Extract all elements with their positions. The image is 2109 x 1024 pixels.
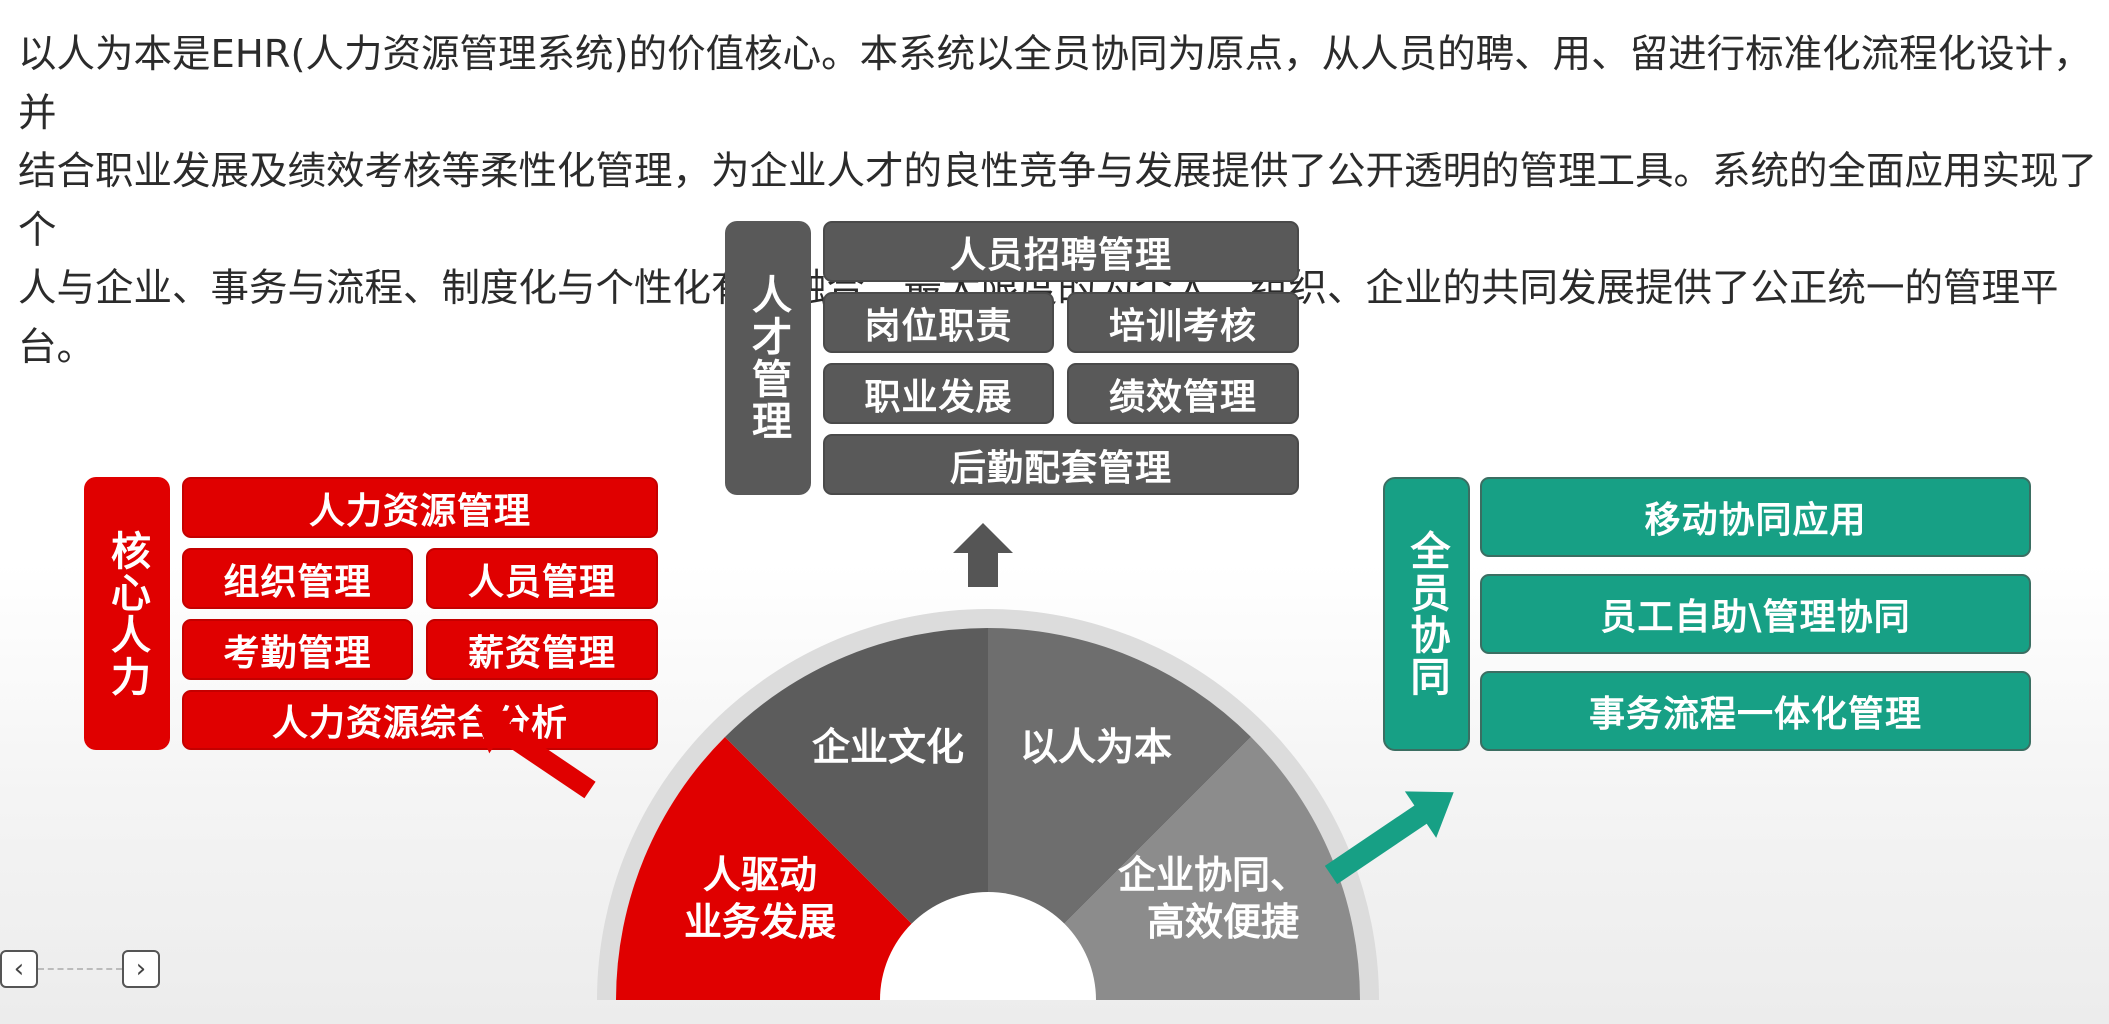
- wheel-label-people-oriented: 以人为本: [1020, 725, 1172, 769]
- talent-management-title: 人才管理: [725, 221, 811, 495]
- training-box: 培训考核: [1067, 292, 1299, 353]
- salary-box: 薪资管理: [426, 619, 658, 680]
- wheel-segment-collaboration: [988, 737, 1360, 1000]
- org-management-box: 组织管理: [182, 548, 413, 609]
- arrow-right-up-icon: [1324, 791, 1454, 885]
- prev-slide-button[interactable]: ‹: [0, 950, 38, 988]
- collaboration-title: 全员协同: [1383, 477, 1470, 751]
- chevron-left-icon: ‹: [13, 954, 25, 984]
- wheel-label-collaboration-2: 高效便捷: [1147, 900, 1299, 944]
- arrow-up-icon: [953, 523, 1013, 587]
- core-hr-title: 核心人力: [84, 477, 170, 750]
- wheel-label-people-drive-2: 业务发展: [684, 900, 836, 944]
- hr-management-box: 人力资源管理: [182, 477, 658, 538]
- wheel-segment-people-oriented: [988, 628, 1251, 1000]
- logistics-box: 后勤配套管理: [823, 434, 1299, 495]
- nav-divider: [38, 968, 122, 970]
- hr-analysis-box: 人力资源综合分析: [182, 690, 658, 750]
- chevron-right-icon: ›: [135, 954, 147, 984]
- recruitment-box: 人员招聘管理: [823, 221, 1299, 282]
- intro-line-2: 结合职业发展及绩效考核等柔性化管理，为企业人才的良性竞争与发展提供了公开透明的管…: [18, 149, 2098, 253]
- staff-management-box: 人员管理: [426, 548, 658, 609]
- job-duty-box: 岗位职责: [823, 292, 1054, 353]
- arrow-left-up-icon: [473, 710, 596, 799]
- mobile-collab-box: 移动协同应用: [1480, 477, 2031, 557]
- career-box: 职业发展: [823, 363, 1054, 424]
- wheel-segment-people-drive: [616, 737, 988, 1000]
- process-box: 事务流程一体化管理: [1480, 671, 2031, 751]
- wheel-hub: [880, 892, 1096, 1000]
- wheel-label-culture: 企业文化: [812, 725, 964, 769]
- wheel-label-people-drive-1: 人驱动: [703, 853, 817, 897]
- attendance-box: 考勤管理: [182, 619, 413, 680]
- intro-line-1: 以人为本是EHR(人力资源管理系统)的价值核心。本系统以全员协同为原点，从人员的…: [18, 32, 2092, 136]
- next-slide-button[interactable]: ›: [122, 950, 160, 988]
- wheel-segment-culture: [725, 628, 988, 1000]
- wheel-label-collaboration-1: 企业协同、: [1118, 853, 1308, 897]
- performance-box: 绩效管理: [1067, 363, 1299, 424]
- self-service-box: 员工自助\管理协同: [1480, 574, 2031, 654]
